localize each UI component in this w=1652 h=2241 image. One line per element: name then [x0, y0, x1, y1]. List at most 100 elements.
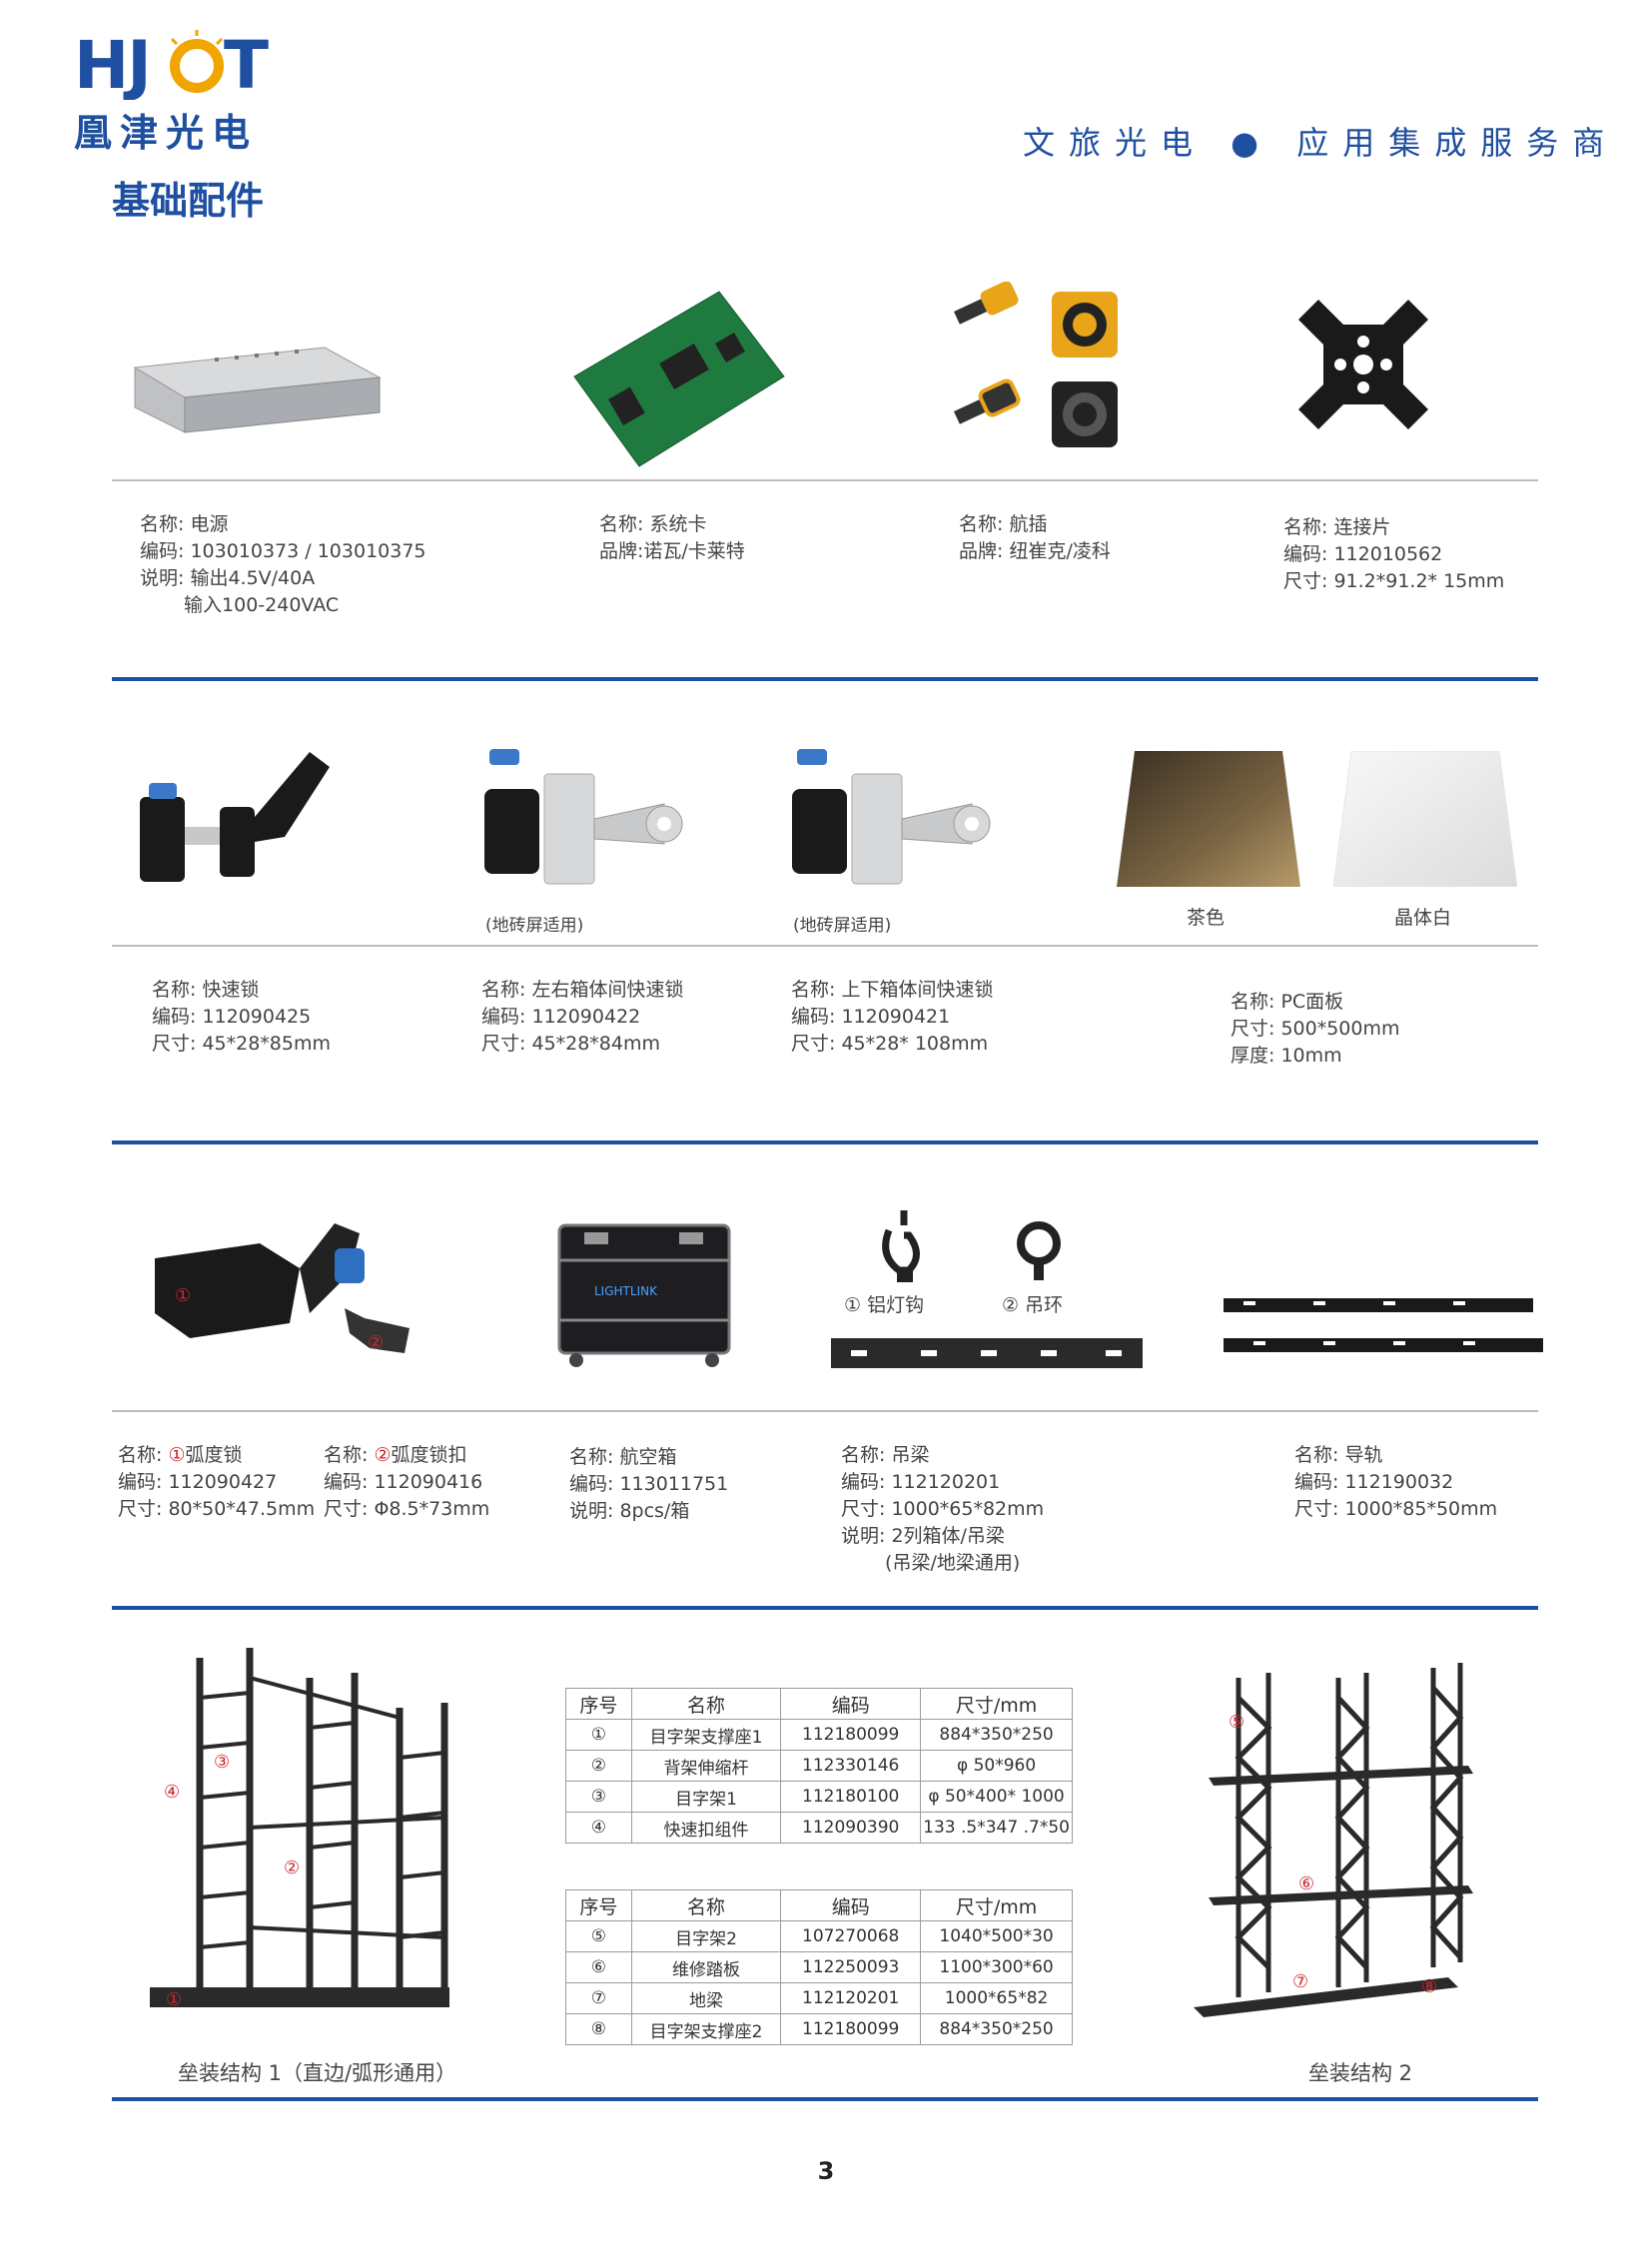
cell: 112330146	[780, 1750, 922, 1782]
info-line: 名称: 导轨	[1294, 1444, 1383, 1466]
marker: ④	[164, 1782, 180, 1803]
info-line: 编码: 112090425	[152, 1006, 312, 1028]
system-card-info: 名称: 系统卡 品牌:诺瓦/卡莱特	[599, 511, 745, 565]
svg-text:HJ: HJ	[74, 30, 150, 100]
stacking-structure-2-image: ⑤ ⑥ ⑦ ⑧	[1194, 1663, 1473, 2017]
value: 弧度锁扣	[391, 1444, 467, 1466]
info-line: 编码: 112090421	[791, 1006, 951, 1028]
cell: 112180099	[780, 2013, 922, 2045]
floor-tile-caption: (地砖屏适用)	[793, 916, 892, 936]
info-line: 编码: 112120201	[841, 1471, 1001, 1493]
divider-blue	[112, 2097, 1538, 2101]
table-header-row: 序号 名称 编码 尺寸/mm	[565, 1889, 1073, 1921]
divider-gray	[112, 945, 1538, 947]
cell: 884*350*250	[920, 2013, 1073, 2045]
cell: ③	[565, 1781, 632, 1813]
cell: ②	[565, 1750, 632, 1782]
info-line: 厚度: 10mm	[1231, 1045, 1342, 1067]
info-line: 编码: 112090416	[324, 1471, 483, 1493]
pc-panel-brown-image	[1117, 751, 1300, 887]
divider-blue	[112, 1140, 1538, 1144]
left-right-lock-info: 名称: 左右箱体间快速锁 编码: 112090422 尺寸: 45*28*84m…	[481, 977, 683, 1058]
svg-text:T: T	[224, 30, 269, 100]
flight-case-info: 名称: 航空箱 编码: 113011751 说明: 8pcs/箱	[569, 1444, 728, 1525]
divider-blue	[112, 677, 1538, 681]
marker: ②	[374, 1444, 392, 1466]
up-down-lock-info: 名称: 上下箱体间快速锁 编码: 112090421 尺寸: 45*28* 10…	[791, 977, 993, 1058]
info-line: (吊梁/地梁通用)	[841, 1552, 1021, 1574]
info-line: 名称: PC面板	[1231, 991, 1344, 1013]
label: 名称:	[118, 1444, 169, 1466]
cell: 112250093	[780, 1951, 922, 1983]
cell: 地梁	[630, 1982, 782, 2014]
floor-tile-caption: (地砖屏适用)	[485, 916, 584, 936]
col-header: 尺寸/mm	[920, 1889, 1073, 1921]
info-line: 编码: 113011751	[569, 1473, 729, 1495]
label: 名称:	[324, 1444, 375, 1466]
divider-blue	[112, 1606, 1538, 1610]
stacking-structure-1-image: ① ② ③ ④	[150, 1648, 449, 2010]
info-line: 名称: 航插	[959, 513, 1048, 535]
hook-label: ① 铝灯钩	[844, 1294, 925, 1316]
cell: 112090390	[780, 1812, 922, 1844]
hanging-beam-image	[831, 1338, 1143, 1368]
connecting-plate-info: 名称: 连接片 编码: 112010562 尺寸: 91.2*91.2* 15m…	[1283, 514, 1504, 595]
quick-lock-info: 名称: 快速锁 编码: 112090425 尺寸: 45*28*85mm	[152, 977, 331, 1058]
info-line: 编码: 103010373 / 103010375	[140, 540, 426, 562]
up-down-lock-image	[792, 749, 991, 885]
cell: ①	[565, 1719, 632, 1751]
info-line: 名称: 电源	[140, 513, 229, 535]
info-line: 尺寸: Φ8.5*73mm	[324, 1498, 490, 1520]
aviation-plug-image	[954, 282, 1118, 447]
company-logo: HJ T 凰津光电	[74, 27, 314, 155]
pc-panel-white-image	[1333, 751, 1517, 887]
cell: 目字架2	[630, 1920, 782, 1952]
cell: ④	[565, 1812, 632, 1844]
marker: ①	[168, 1444, 186, 1466]
marker: ⑤	[1229, 1712, 1244, 1733]
cell: 884*350*250	[920, 1719, 1073, 1751]
pc-panel-info: 名称: PC面板 尺寸: 500*500mm 厚度: 10mm	[1231, 989, 1400, 1070]
info-line: 说明: 输出4.5V/40A	[140, 567, 316, 589]
logo-subtitle: 凰津光电	[74, 111, 259, 155]
info-line: 名称: 系统卡	[599, 513, 707, 535]
section-title: 基础配件	[112, 179, 265, 223]
info-line: 编码: 112190032	[1294, 1471, 1454, 1493]
value: 弧度锁	[185, 1444, 243, 1466]
info-line: 说明: 2列箱体/吊梁	[841, 1525, 1005, 1547]
col-header: 序号	[565, 1688, 632, 1720]
cell: 维修踏板	[630, 1951, 782, 1983]
power-supply-info: 名称: 电源 编码: 103010373 / 103010375 说明: 输出4…	[140, 511, 426, 619]
cell: 133 .5*347 .7*50	[920, 1812, 1073, 1844]
marker: ②	[284, 1858, 300, 1878]
structure-2-caption: 垒装结构 2	[1308, 2061, 1413, 2085]
marker: ③	[214, 1752, 230, 1773]
col-header: 名称	[630, 1688, 782, 1720]
cell: 背架伸缩杆	[630, 1750, 782, 1782]
hanging-beam-info: 名称: 吊梁 编码: 112120201 尺寸: 1000*65*82mm 说明…	[841, 1442, 1044, 1577]
white-caption: 晶体白	[1394, 907, 1452, 929]
info-line: 名称: 快速锁	[152, 979, 260, 1001]
col-header: 尺寸/mm	[920, 1688, 1073, 1720]
cell: 目字架支撑座2	[630, 2013, 782, 2045]
brown-caption: 茶色	[1187, 907, 1226, 929]
col-header: 编码	[780, 1889, 922, 1921]
cell: 目字架支撑座1	[630, 1719, 782, 1751]
divider-gray	[112, 479, 1538, 481]
guide-rail-image	[1224, 1298, 1543, 1352]
marker: ⑥	[1298, 1873, 1314, 1894]
info-line: 编码: 112090422	[481, 1006, 641, 1028]
arc-lock-image: ① ②	[155, 1223, 410, 1353]
info-line: 尺寸: 45*28*84mm	[481, 1033, 660, 1055]
marker: ⑧	[1421, 1976, 1437, 1997]
arc-clip-marker: ②	[368, 1332, 384, 1353]
cell: 快速扣组件	[630, 1812, 782, 1844]
info-line: 品牌:诺瓦/卡莱特	[599, 540, 745, 562]
connecting-plate-image	[1298, 300, 1428, 429]
system-card-image	[573, 291, 785, 467]
marker: ①	[166, 1989, 182, 2010]
